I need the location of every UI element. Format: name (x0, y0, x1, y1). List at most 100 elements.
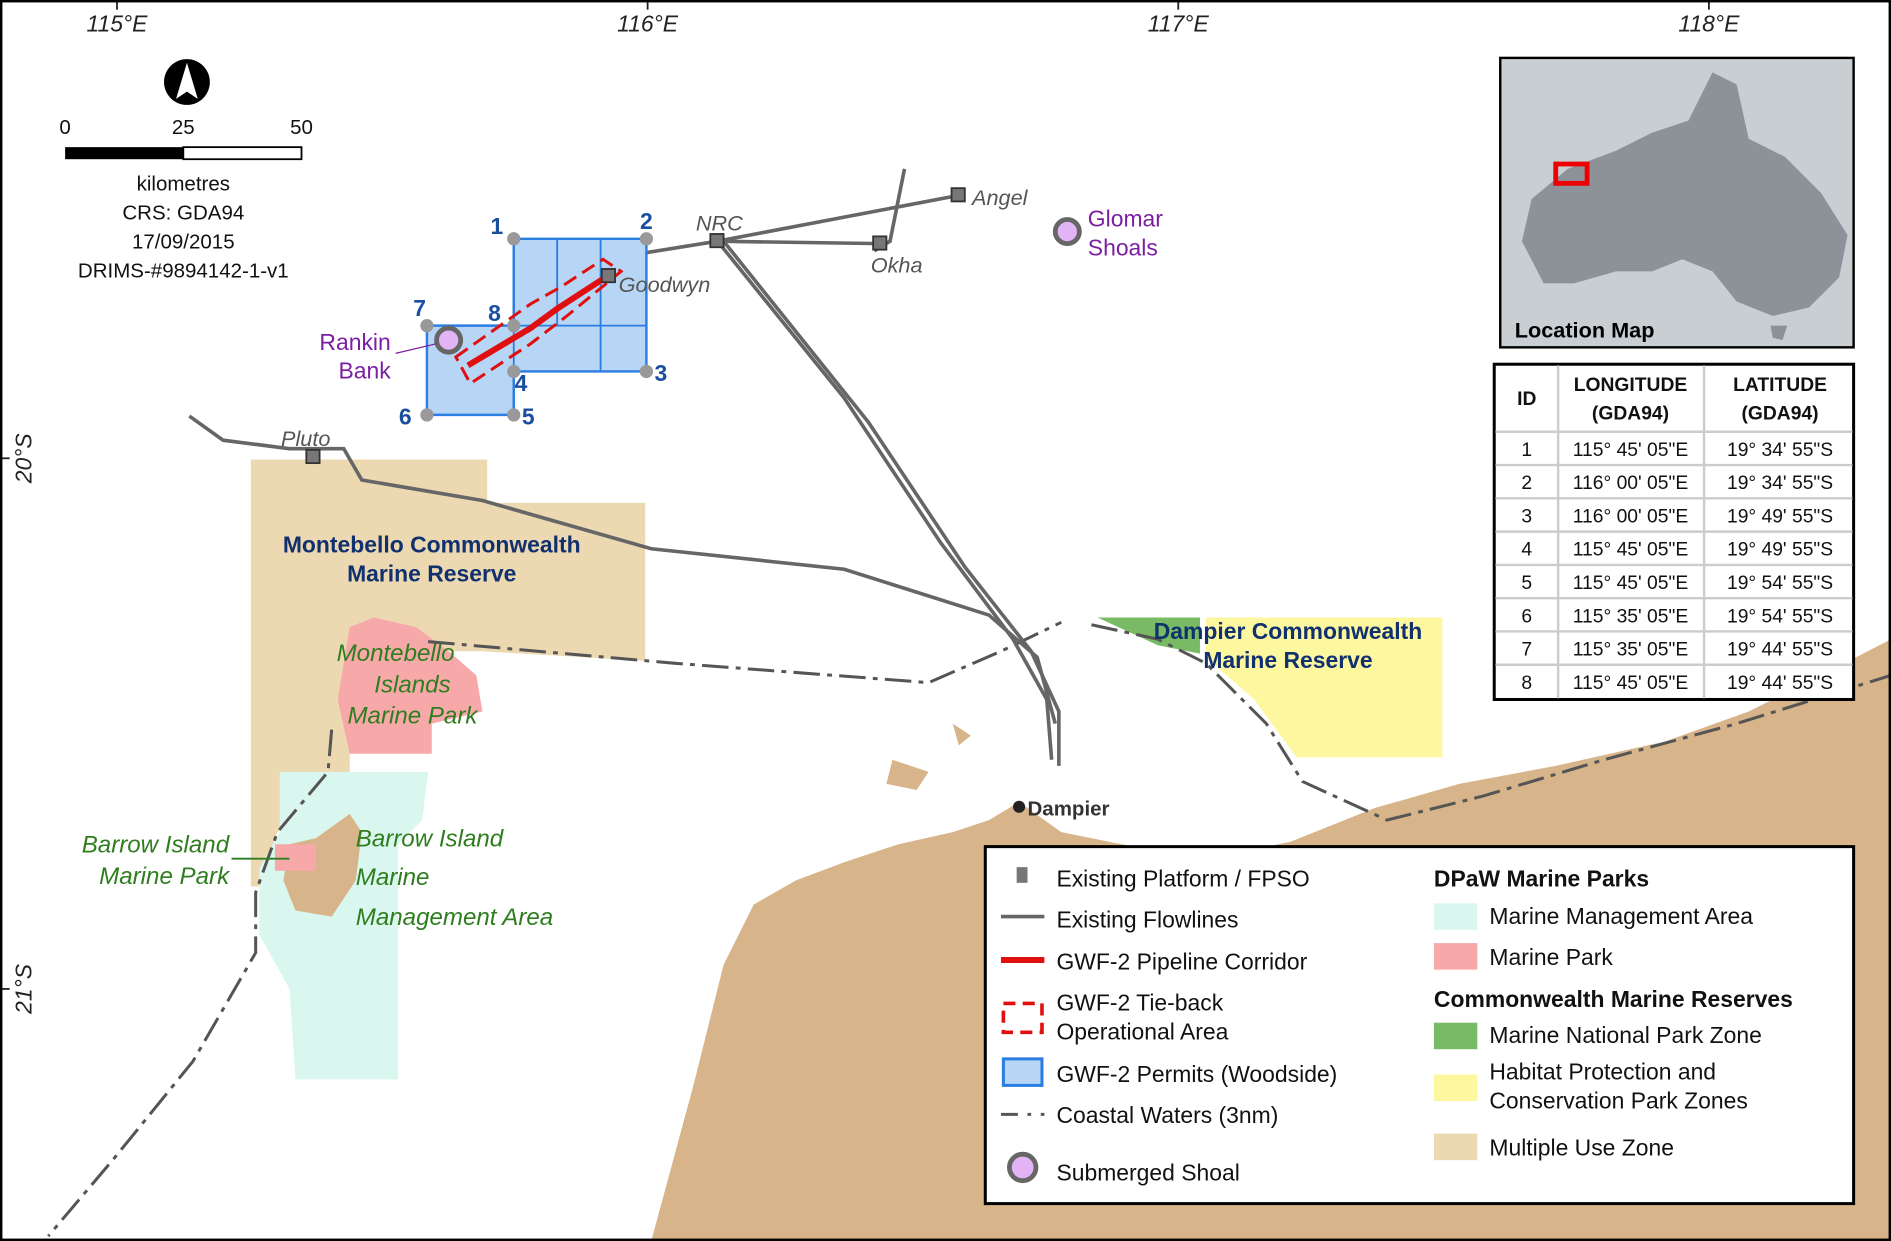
legend-label: Coastal Waters (3nm) (1056, 1102, 1278, 1128)
permit-point-marker[interactable] (507, 232, 521, 246)
legend-label: Submerged Shoal (1056, 1160, 1239, 1186)
table-cell: 19° 49' 55"S (1727, 540, 1833, 561)
permit-point-label: 7 (413, 295, 426, 321)
dampier-yellow-zone (1205, 617, 1443, 758)
dampier-cmr-label: Dampier Commonwealth (1154, 618, 1423, 644)
dampier-town-icon (1013, 800, 1026, 813)
rankin-bank-label: Rankin (319, 329, 390, 355)
legend-label: GWF-2 Pipeline Corridor (1056, 949, 1307, 975)
table-cell: 6 (1521, 606, 1532, 627)
permit-point-marker[interactable] (639, 364, 654, 379)
legend-marine-park-swatch (1433, 943, 1478, 970)
montebello-marine-park (337, 617, 483, 754)
platform-okha-icon[interactable] (872, 235, 888, 251)
barrow-marine-park (274, 844, 316, 871)
permit-point-marker[interactable] (639, 232, 654, 246)
table-header: ID (1517, 389, 1536, 410)
legend-yellow-zone-swatch (1433, 1074, 1478, 1102)
table-cell: 115° 45' 05"E (1573, 673, 1689, 694)
crs-label: CRS: GDA94 (122, 202, 244, 225)
platform-goodwyn-icon[interactable] (600, 268, 616, 284)
table-cell: 115° 45' 05"E (1573, 573, 1689, 594)
location-map-inset (1499, 56, 1855, 349)
gwf2-pipeline-corridor (466, 272, 611, 369)
scale-tick: 25 (172, 116, 195, 139)
permit-point-label: 1 (490, 213, 503, 239)
montebello-cmr-label: Montebello Commonwealth (283, 531, 581, 557)
table-cell: 115° 35' 05"E (1573, 606, 1689, 627)
rankin-bank-icon[interactable] (434, 325, 464, 355)
latitude-label: 21°S (10, 963, 36, 1015)
table-header: (GDA94) (1741, 404, 1818, 425)
legend-label: Habitat Protection and (1489, 1058, 1716, 1084)
inset-title: Location Map (1515, 318, 1655, 343)
legend-heading: DPaW Marine Parks (1434, 865, 1649, 891)
platform-angel-icon[interactable] (950, 187, 966, 203)
permit-point-label: 5 (522, 404, 535, 430)
barrow-mma-label: Barrow Island (356, 826, 505, 853)
table-cell: 1 (1521, 440, 1532, 461)
permit-point-marker[interactable] (507, 364, 521, 379)
permit-point-marker[interactable] (507, 319, 521, 333)
permit-point-label: 3 (655, 360, 668, 386)
glomar-shoals-label: Shoals (1088, 235, 1158, 261)
legend-label: Existing Flowlines (1056, 906, 1238, 932)
table-cell: 19° 44' 55"S (1727, 640, 1833, 661)
table-header: LONGITUDE (1574, 375, 1688, 396)
legend-permit-icon (1001, 1057, 1044, 1087)
table-cell: 115° 35' 05"E (1573, 640, 1689, 661)
legend-label: Marine Park (1489, 944, 1613, 970)
permit-point-marker[interactable] (507, 408, 521, 422)
table-header: LATITUDE (1733, 375, 1827, 396)
platform-label: Okha (871, 253, 923, 278)
platform-nrc-icon[interactable] (709, 233, 725, 249)
legend-multiple-use-swatch (1433, 1133, 1478, 1161)
latitude-label: 20°S (10, 433, 36, 485)
legend: Existing Platform / FPSO Existing Flowli… (983, 845, 1856, 1206)
legend-mma-swatch (1433, 903, 1478, 930)
tie-back-operational-area (453, 257, 624, 386)
rankin-leader-line (395, 343, 437, 354)
montebello-cmr-label: Marine Reserve (347, 560, 516, 586)
legend-label: GWF-2 Permits (Woodside) (1056, 1061, 1337, 1087)
legend-label: Existing Platform / FPSO (1056, 865, 1309, 891)
table-cell: 116° 00' 05"E (1573, 473, 1689, 494)
scale-tick: 0 (59, 116, 70, 139)
location-marker (1553, 161, 1590, 186)
montebello-park-label: Marine Park (347, 703, 479, 730)
table-cell: 7 (1521, 640, 1532, 661)
platform-pluto-icon[interactable] (305, 448, 321, 465)
table-cell: 115° 45' 05"E (1573, 540, 1689, 561)
legend-label: GWF-2 Tie-back (1056, 990, 1223, 1016)
table-cell: 19° 44' 55"S (1727, 673, 1833, 694)
barrow-mma-label: Management Area (356, 904, 553, 931)
legend-label: Marine National Park Zone (1489, 1022, 1761, 1048)
glomar-shoals-label: Glomar (1088, 206, 1163, 232)
barrow-park-label: Barrow Island (82, 832, 231, 859)
table-cell: 5 (1521, 573, 1532, 594)
table-header: (GDA94) (1592, 404, 1669, 425)
longitude-label: 116°E (617, 10, 679, 36)
table-cell: 8 (1521, 673, 1532, 694)
legend-green-zone-swatch (1433, 1022, 1478, 1050)
permit-point-marker[interactable] (420, 408, 434, 422)
legend-heading: Commonwealth Marine Reserves (1434, 986, 1793, 1012)
table-cell: 19° 54' 55"S (1727, 606, 1833, 627)
longitude-label: 115°E (86, 10, 148, 36)
permit-point-marker[interactable] (420, 319, 434, 333)
dampier-label: Dampier (1028, 797, 1110, 820)
legend-platform-icon (1016, 867, 1028, 883)
scale-tick: 50 (290, 116, 313, 139)
north-arrow-icon (164, 59, 210, 105)
rankin-bank-label: Bank (339, 358, 392, 384)
platform-label: Angel (970, 185, 1029, 210)
glomar-shoals-icon[interactable] (1052, 217, 1082, 247)
document-id: DRIMS-#9894142-1-v1 (78, 259, 289, 282)
table-cell: 116° 00' 05"E (1573, 506, 1689, 527)
legend-label: Marine Management Area (1489, 903, 1753, 929)
coordinates-table: ID LONGITUDE (GDA94) LATITUDE (GDA94) 1 115° 4… (1492, 362, 1856, 702)
legend-label: Conservation Park Zones (1489, 1087, 1747, 1113)
